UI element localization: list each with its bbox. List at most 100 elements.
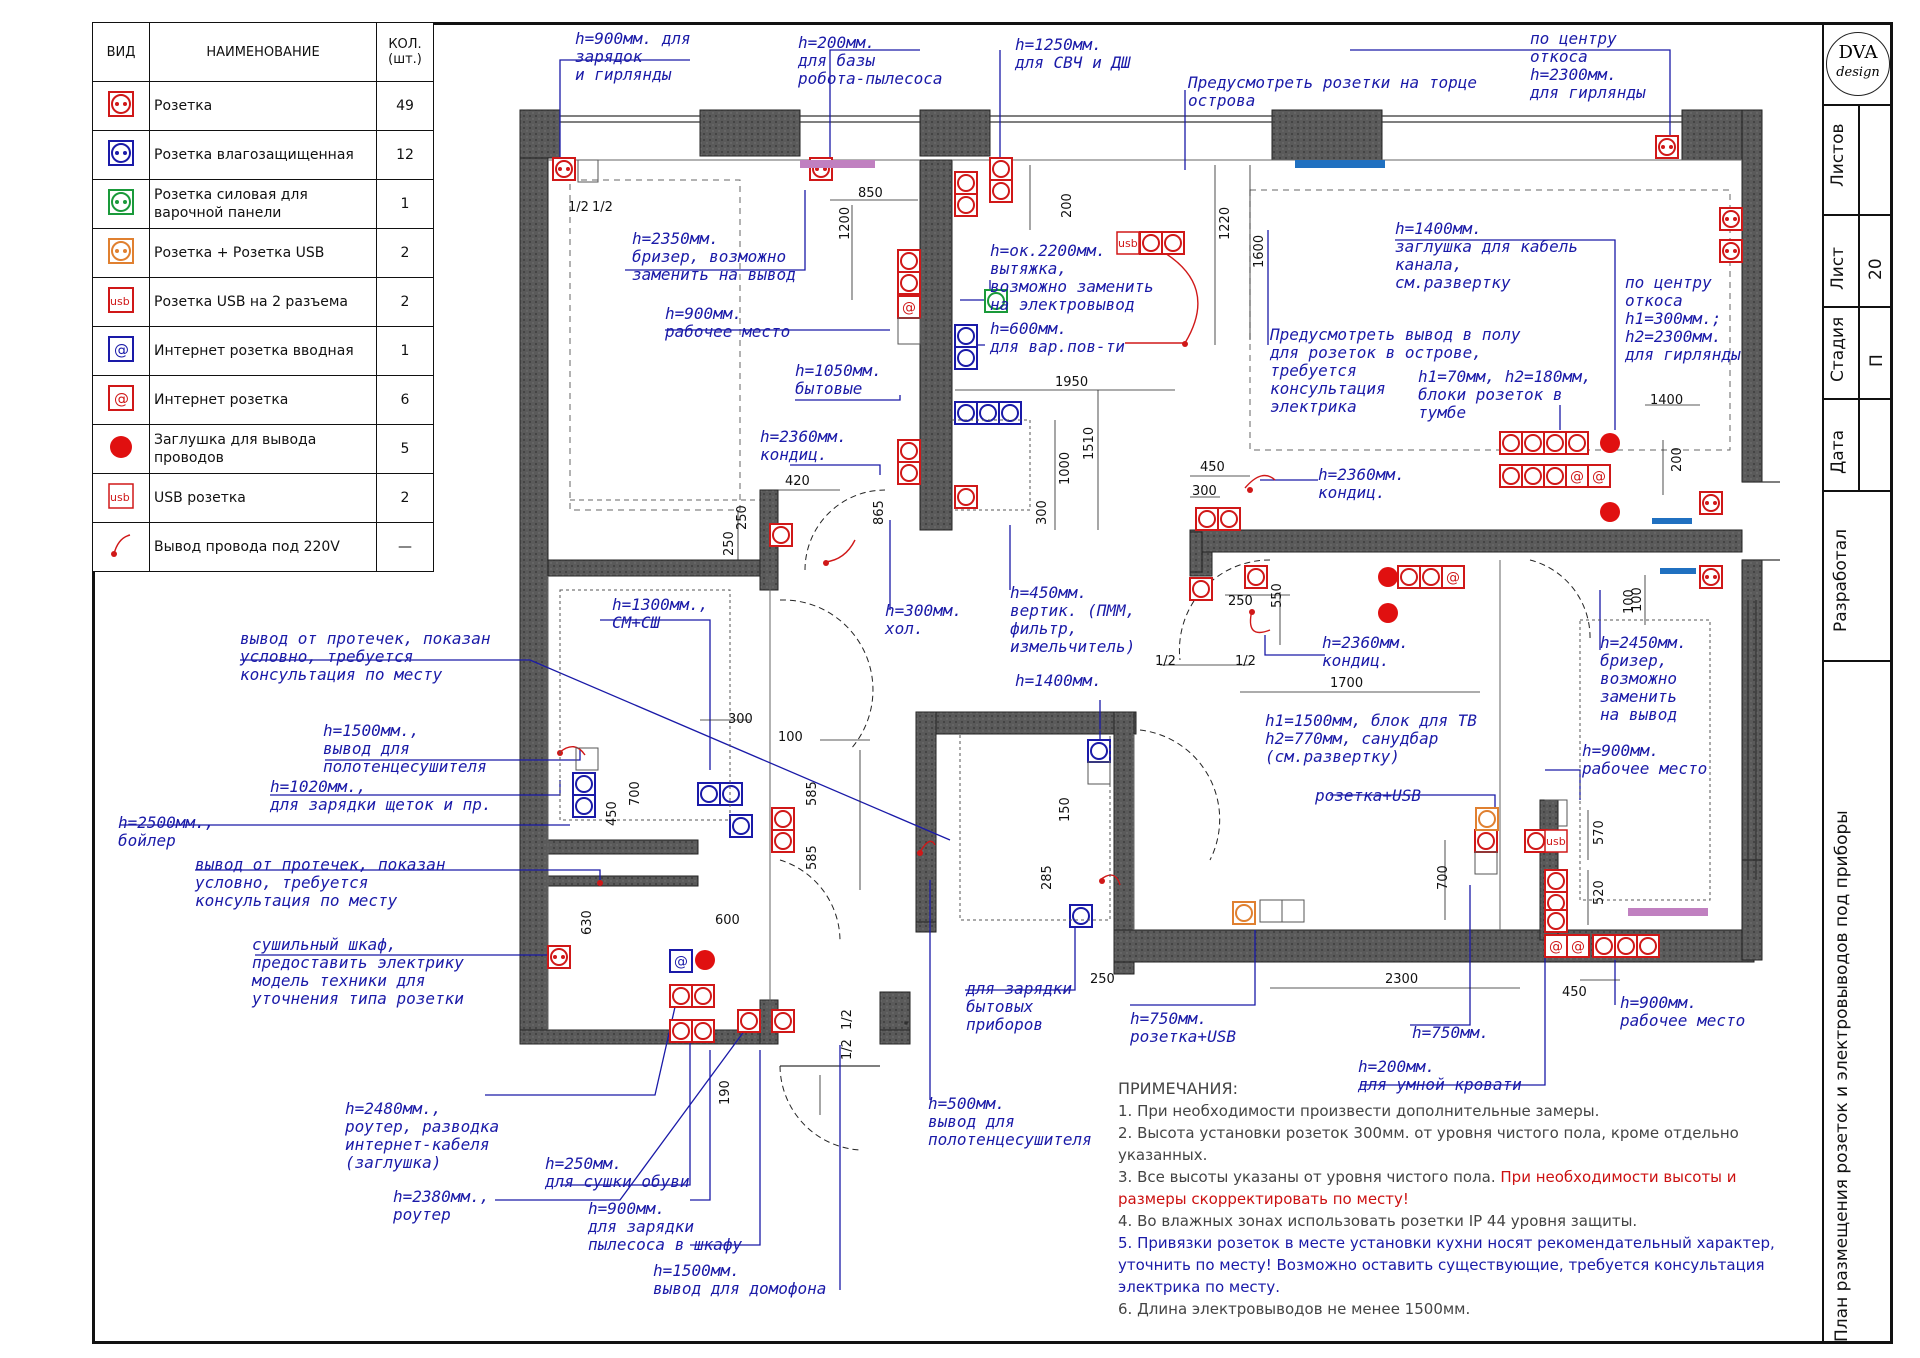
wall-bath-h bbox=[547, 839, 699, 855]
wall-n-pier1 bbox=[699, 109, 801, 157]
legend-qty: 2 bbox=[376, 277, 434, 327]
wall-n-pier3 bbox=[1271, 109, 1383, 161]
legend-qty: 5 bbox=[376, 424, 434, 474]
label-l41: h=900мм. для зарядки пылесоса в шкафу bbox=[588, 1199, 743, 1254]
label-l10: h=1400мм. заглушка для кабель канала, см… bbox=[1395, 219, 1579, 292]
wall-east-upper bbox=[1741, 109, 1763, 483]
wall-bath2-n bbox=[915, 711, 1137, 735]
dim-text: 100 bbox=[1622, 589, 1637, 614]
legend-qty: 2 bbox=[376, 473, 434, 523]
label-l27: h=1020мм., для зарядки щеток и пр. bbox=[270, 777, 492, 814]
svg-text:@: @ bbox=[902, 300, 916, 316]
legend-qty: 2 bbox=[376, 228, 434, 278]
wall-nw-corner bbox=[519, 109, 561, 159]
label-l19: h=450мм. вертик. (ПММ, фильтр, измельчит… bbox=[1010, 583, 1136, 656]
sheet-label: Лист bbox=[1828, 246, 1848, 290]
dim-text: 450 bbox=[605, 801, 620, 826]
logo-bottom: design bbox=[1836, 65, 1880, 80]
plug-red-dot-icon bbox=[110, 436, 132, 458]
legend-header: ВИД НАИМЕНОВАНИЕ КОЛ. (шт.) bbox=[92, 22, 434, 82]
label-l18: h=300мм. хол. bbox=[885, 601, 963, 638]
plugs-red bbox=[695, 433, 1620, 970]
label-l31: сушильный шкаф, предоставить электрику м… bbox=[252, 935, 464, 1008]
socket-usb-orange-icon bbox=[108, 238, 134, 264]
socket-usb-orange bbox=[1232, 807, 1499, 925]
title-block: Листов Лист 20 Стадия П Дата Разработал … bbox=[1822, 22, 1893, 1344]
wire-arcs bbox=[559, 249, 1276, 886]
dim-text: 520 bbox=[1592, 880, 1607, 905]
dim-text: 550 bbox=[1270, 583, 1285, 608]
legend-row: Вывод провода под 220V — bbox=[92, 522, 434, 572]
dim-text: 1200 bbox=[838, 206, 853, 240]
dim-text: 700 bbox=[628, 781, 643, 806]
label-l21: h=2450мм. бризер, возможно заменить на в… bbox=[1600, 633, 1687, 724]
label-l36: h=200мм. для умной кровати bbox=[1358, 1057, 1522, 1094]
dim-text: 300 bbox=[1192, 484, 1217, 499]
label-l1: h=900мм. для зарядок и гирлянды bbox=[575, 29, 691, 84]
legend-row: usb Розетка USB на 2 разъема 2 bbox=[92, 277, 434, 327]
door-swings bbox=[779, 489, 1591, 1151]
legend-name: Розетка USB на 2 разъема bbox=[149, 277, 377, 327]
internet-sockets: @ @ @ @ @ @ bbox=[897, 295, 1611, 958]
svg-text:usb: usb bbox=[1546, 835, 1566, 848]
legend-name: USB розетка bbox=[149, 473, 377, 523]
legend-qty: 1 bbox=[376, 326, 434, 376]
legend-row: Розетка + Розетка USB 2 bbox=[92, 228, 434, 278]
internet-input-socket: @ bbox=[669, 949, 693, 973]
label-l32: для зарядки бытовых приборов bbox=[966, 979, 1072, 1034]
label-l5: Предусмотреть розетки на торце острова bbox=[1188, 73, 1477, 110]
label-l8: h=ок.2200мм. вытяжка, возможно заменить … bbox=[990, 241, 1154, 314]
label-l3: h=1250мм. для СВЧ и ДШ bbox=[1015, 35, 1131, 72]
dim-text: 450 bbox=[1200, 460, 1225, 475]
legend-row: Розетка силовая для варочной панели 1 bbox=[92, 179, 434, 229]
drawing-title: План размещения розеток и электровыводов… bbox=[1832, 810, 1852, 1342]
label-l6: h=2350мм. бризер, возможно заменить на в… bbox=[632, 229, 796, 284]
legend-name: Заглушка для вывода проводов bbox=[149, 424, 377, 474]
svg-text:usb: usb bbox=[1118, 237, 1138, 250]
svg-text:@: @ bbox=[1592, 469, 1606, 485]
sheets-label: Листов bbox=[1828, 123, 1848, 187]
label-l12: Предусмотреть вывод в полу для розеток в… bbox=[1270, 325, 1521, 416]
svg-text:@: @ bbox=[114, 341, 129, 359]
legend-table: ВИД НАИМЕНОВАНИЕ КОЛ. (шт.) Розетка 49 Р… bbox=[92, 22, 434, 572]
dim-text: 250 bbox=[735, 505, 750, 530]
label-l7: h=900мм. рабочее место bbox=[665, 304, 791, 341]
legend-qty: 49 bbox=[376, 81, 434, 131]
legend-row: Розетка влагозащищенная 12 bbox=[92, 130, 434, 180]
dim-text: 300 bbox=[1035, 500, 1050, 525]
wire-ends bbox=[557, 341, 1255, 886]
dim-text: 420 bbox=[785, 474, 810, 489]
dim-text: 100 bbox=[778, 730, 803, 745]
legend-name: Розетка bbox=[149, 81, 377, 131]
dva-logo: DVA design bbox=[1826, 32, 1890, 96]
notes-block: ПРИМЕЧАНИЯ: 1. При необходимости произве… bbox=[1118, 1078, 1778, 1320]
dim-text: 450 bbox=[1562, 985, 1587, 1000]
label-l20: h=2360мм. кондиц. bbox=[1322, 633, 1409, 670]
label-l29: h=2500мм., бойлер bbox=[118, 813, 215, 850]
legend-row: Розетка 49 bbox=[92, 81, 434, 131]
dimension-lines bbox=[700, 165, 1700, 1115]
label-l22: вывод от протечек, показан условно, треб… bbox=[240, 629, 491, 684]
dim-text: 2300 bbox=[1385, 972, 1419, 987]
wire-220-icon bbox=[111, 534, 131, 557]
dim-text: 250 bbox=[1090, 972, 1115, 987]
wall-west bbox=[519, 109, 549, 1043]
svg-text:@: @ bbox=[674, 954, 688, 970]
label-l11: по центру откоса h1=300мм.; h2=2300мм. д… bbox=[1625, 273, 1741, 364]
label-l4: по центру откоса h=2300мм. для гирлянды bbox=[1530, 29, 1646, 102]
wall-n-pier2 bbox=[919, 109, 991, 157]
legend-qty: 12 bbox=[376, 130, 434, 180]
dim-text: 1/2 bbox=[840, 1039, 855, 1060]
internet-input-icon: @ bbox=[108, 336, 134, 362]
dim-text: 850 bbox=[858, 186, 883, 201]
label-l16: h=2360мм. кондиц. bbox=[1318, 465, 1405, 502]
label-l9: h=600мм. для вар.пов-ти bbox=[990, 319, 1125, 356]
wall-int-h1 bbox=[547, 559, 779, 577]
leader-lines bbox=[120, 49, 1671, 1290]
dim-text: 600 bbox=[715, 913, 740, 928]
wall-kitchen-w bbox=[919, 159, 953, 531]
date-label: Дата bbox=[1828, 429, 1848, 474]
label-l24: h1=1500мм, блок для ТВ h2=770мм, санудба… bbox=[1265, 711, 1477, 766]
svg-text:@: @ bbox=[114, 390, 129, 408]
legend-row: usb USB розетка 2 bbox=[92, 473, 434, 523]
